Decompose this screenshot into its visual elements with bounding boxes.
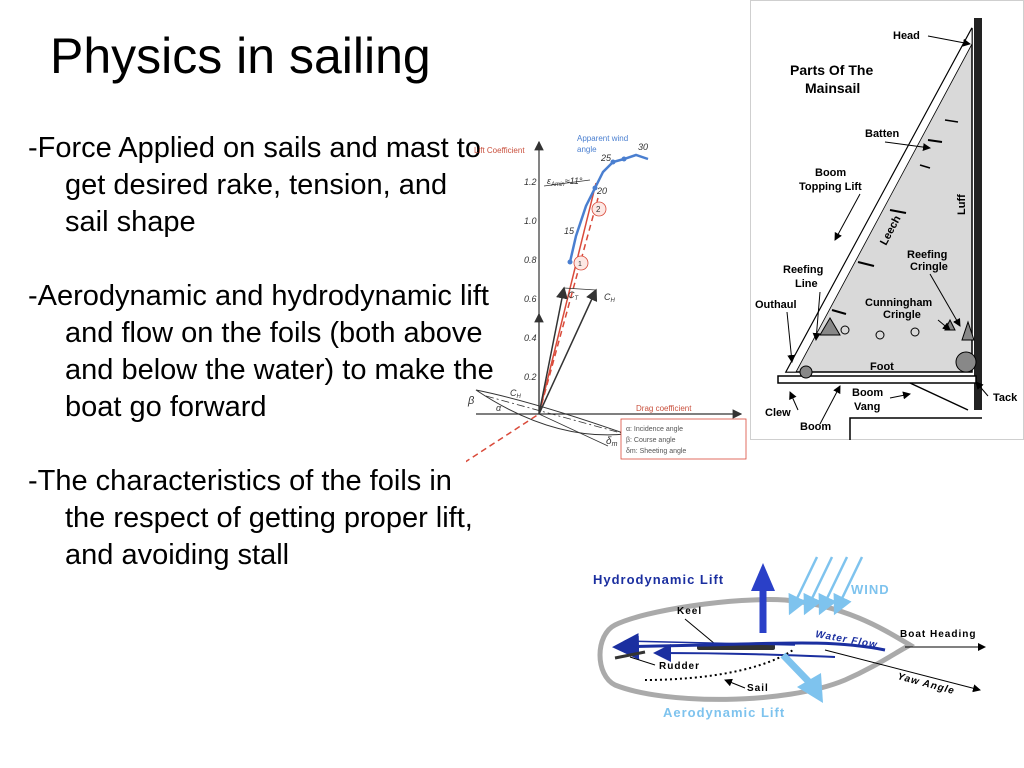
- label-batten: Batten: [865, 128, 900, 140]
- bullet-item: -Aerodynamic and hydrodynamic lift and f…: [28, 280, 494, 423]
- hull-outline: [597, 597, 916, 702]
- polar-diagram: Lift Coefficient Drag coefficient Appare…: [466, 134, 747, 463]
- epsilon-sub: Amin: [550, 182, 565, 188]
- sail-label: Sail: [747, 683, 769, 694]
- dashed-tangent-line: [538, 197, 599, 415]
- label-reefing-cringle-2: Cringle: [910, 261, 948, 273]
- svg-text:δm: δm: [606, 436, 618, 448]
- cr-sub: H: [517, 394, 522, 400]
- y-axis-label: Lift Coefficient: [474, 146, 525, 155]
- delta-sub: m: [612, 441, 618, 448]
- apparent-wind-label: Apparent wind: [577, 134, 628, 143]
- point-marker: 2: [596, 205, 601, 214]
- mast: [974, 18, 982, 410]
- boat-heading-label: Boat Heading: [900, 629, 976, 640]
- mainsail-title: Parts Of The: [790, 62, 873, 78]
- water-flow-label: Water Flow: [814, 629, 878, 651]
- wind-angle-label: 30: [638, 142, 648, 152]
- label-reefing-cringle: Reefing: [907, 249, 947, 261]
- label-clew: Clew: [765, 407, 791, 419]
- legend-item: β: Course angle: [626, 437, 676, 444]
- aerodynamic-lift-arrow: [797, 673, 823, 703]
- apparent-wind-label-2: angle: [577, 145, 597, 154]
- slide-title: Physics in sailing: [50, 28, 431, 84]
- label-boom-vang-2: Vang: [854, 401, 880, 413]
- label-boom-topping-lift: Boom: [815, 167, 846, 179]
- label-cunningham-2: Cringle: [883, 309, 921, 321]
- bullet-list: -Force Applied on sails and mast to get …: [28, 130, 498, 611]
- alpha-label: α: [496, 403, 502, 413]
- lift-diagram: Hydrodynamic Lift WIND Keel Water Flow B…: [593, 556, 986, 720]
- wind-angle-label: 20: [596, 186, 607, 196]
- label-foot: Foot: [870, 361, 894, 373]
- y-tick: 1.0: [524, 216, 537, 226]
- label-luff: Luff: [956, 194, 968, 215]
- label-tack: Tack: [993, 392, 1018, 404]
- ct-sub: T: [575, 296, 580, 302]
- bullet-item: -The characteristics of the foils in the…: [28, 465, 473, 571]
- polar-curve: [568, 153, 649, 263]
- svg-text:CH: CH: [510, 388, 522, 400]
- y-tick: 0.6: [524, 294, 537, 304]
- svg-text:CH: CH: [604, 292, 616, 304]
- label-reefing-line: Reefing: [783, 264, 823, 276]
- label-boom: Boom: [800, 421, 831, 433]
- beta-label: β: [467, 395, 475, 407]
- y-tick: 0.8: [524, 255, 537, 265]
- point-marker: 1: [578, 261, 582, 268]
- epsilon-value: ≈11°: [565, 176, 583, 186]
- mainsail-title-2: Mainsail: [805, 80, 860, 96]
- ch-sub: H: [611, 298, 616, 304]
- hydrodynamic-lift-arrow: [751, 563, 775, 591]
- legend-box: [620, 418, 747, 460]
- rudder-label: Rudder: [659, 661, 700, 672]
- svg-text:CT: CT: [568, 290, 580, 302]
- keel-label: Keel: [677, 606, 702, 617]
- legend-item: δm: Sheeting angle: [626, 448, 686, 455]
- yaw-angle-label: Yaw Angle: [896, 671, 956, 697]
- label-outhaul: Outhaul: [755, 299, 797, 311]
- label-reefing-line-2: Line: [795, 278, 818, 290]
- x-axis-label: Drag coefficient: [636, 404, 692, 413]
- ch-label: C: [604, 292, 611, 302]
- mainsail-diagram: Parts Of The Mainsail Head Batten Boom T…: [750, 0, 1024, 440]
- delta-label: δ: [606, 436, 612, 447]
- cr-label: C: [510, 388, 517, 398]
- y-tick: 0.2: [524, 372, 537, 382]
- svg-text:εAmin≈11°: εAmin≈11°: [547, 176, 583, 188]
- hydrodynamic-lift-label: Hydrodynamic Lift: [593, 572, 724, 587]
- label-boom-topping-lift-2: Topping Lift: [799, 181, 862, 193]
- wind-angle-label: 25: [600, 153, 612, 163]
- label-head: Head: [893, 30, 920, 42]
- label-cunningham: Cunningham: [865, 297, 932, 309]
- sail-line: [644, 649, 794, 681]
- wind-angle-label: 15: [564, 226, 575, 236]
- aerodynamic-lift-label: Aerodynamic Lift: [663, 705, 785, 720]
- ct-label: C: [568, 290, 575, 300]
- bullet-item: -Force Applied on sails and mast to get …: [28, 132, 481, 238]
- y-tick: 0.4: [524, 333, 537, 343]
- y-tick: 1.2: [524, 177, 537, 187]
- label-boom-vang: Boom: [852, 387, 883, 399]
- wind-label: WIND: [851, 582, 890, 597]
- boom: [777, 375, 977, 384]
- epsilon-symbol: ε: [547, 176, 552, 186]
- legend-item: α: Incidence angle: [626, 426, 683, 433]
